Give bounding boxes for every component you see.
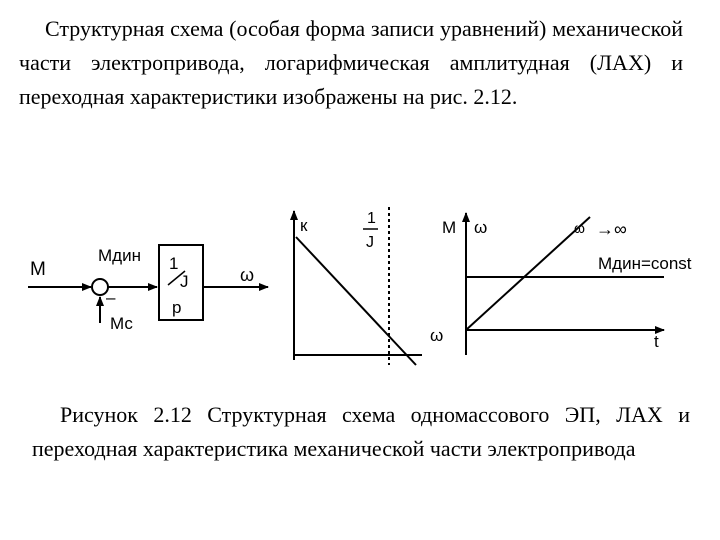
curve-infinity-label: →∞	[596, 219, 627, 239]
lah-y-label: к	[300, 216, 308, 235]
dynamic-torque-label: Мдин	[98, 246, 141, 265]
tf-numerator: 1	[169, 254, 178, 273]
output-label: ω	[240, 265, 254, 285]
lah-gain-curve	[295, 236, 417, 366]
figure-caption: Рисунок 2.12 Структурная схема одномассо…	[32, 402, 690, 462]
tf-inertia: J	[180, 272, 189, 291]
load-torque-label: Мс	[110, 314, 133, 333]
tf-denominator: p	[172, 298, 181, 317]
intro-paragraph: Структурная схема (особая форма записи у…	[19, 16, 683, 110]
block-diagram: M – Мс Мдин 1 J p ω	[28, 244, 269, 333]
transfer-function-block	[158, 244, 204, 321]
transient-plot: M ω ω →∞ Мдин=const t	[442, 212, 692, 355]
figure-2-12: M – Мс Мдин 1 J p ω к 1 J ω M ω ω →∞ Мди…	[28, 207, 692, 366]
curve-omega-label: ω	[574, 220, 585, 236]
minus-sign: –	[106, 288, 116, 307]
tf-fraction-bar	[167, 270, 186, 286]
speed-ramp-line	[465, 216, 591, 331]
lah-cutoff-denominator: J	[366, 234, 374, 251]
transient-y-label: M	[442, 218, 456, 237]
lah-plot: к 1 J ω	[290, 207, 443, 366]
lah-cutoff-numerator: 1	[367, 210, 376, 227]
lah-x-label: ω	[430, 326, 443, 345]
transient-x-label: t	[654, 332, 659, 351]
input-label: M	[30, 259, 46, 280]
transient-omega-label: ω	[474, 218, 487, 237]
const-torque-label: Мдин=const	[598, 254, 692, 273]
